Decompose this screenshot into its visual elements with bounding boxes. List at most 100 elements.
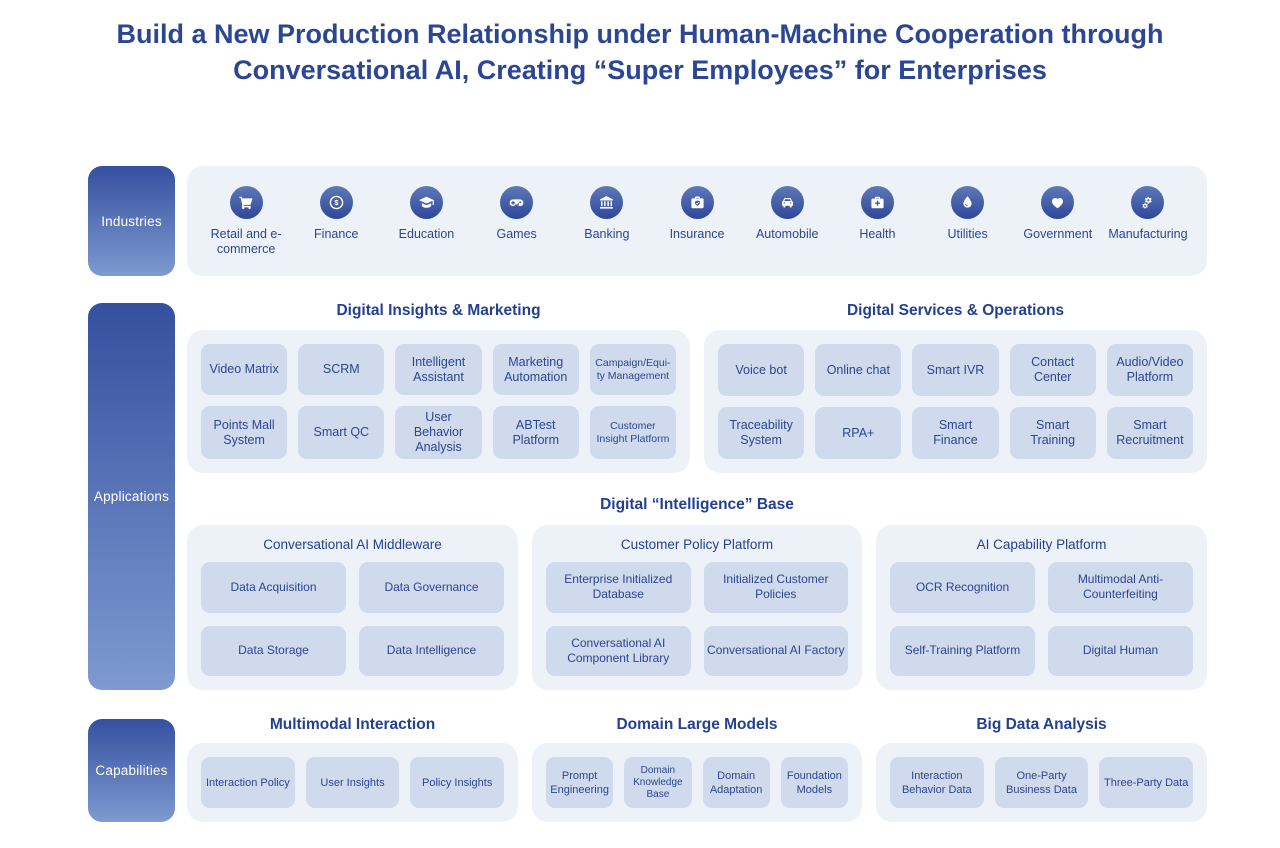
conversational-ai-middleware-panel: Conversational AI Middleware Data Acquis… xyxy=(187,525,518,690)
chip: Data Governance xyxy=(359,562,504,613)
rail-label-capabilities: Capabilities xyxy=(88,719,175,822)
chip-row: Self-Training Platform Digital Human xyxy=(890,625,1193,676)
section-title-multimodal-interaction: Multimodal Interaction xyxy=(269,716,436,733)
chip: RPA+ xyxy=(815,407,902,459)
chip: Domain Knowledge Base xyxy=(624,757,692,808)
industry-item: Utilities xyxy=(923,186,1013,242)
industry-item: Health xyxy=(832,186,922,242)
industry-item: Banking xyxy=(562,186,652,242)
chip: User Insights xyxy=(305,757,400,808)
section-title-digital-services-operations: Digital Services & Operations xyxy=(846,302,1065,319)
ai-capability-platform-panel: AI Capability Platform OCR Recognition Mu… xyxy=(876,525,1207,690)
chip: Foundation Models xyxy=(780,757,848,808)
chip: Enterprise Initialized Database xyxy=(546,562,691,613)
insurance-kit-icon xyxy=(680,186,714,219)
industry-label: Manufacturing xyxy=(1108,227,1188,241)
water-drop-icon xyxy=(951,186,985,219)
chip: Online chat xyxy=(815,344,902,396)
industry-label: Health xyxy=(859,227,896,241)
chip: Self-Training Platform xyxy=(890,625,1035,676)
industry-label: Retail and e-commerce xyxy=(210,227,282,256)
chip: Smart QC xyxy=(298,406,385,459)
bank-icon xyxy=(590,186,624,219)
industry-label: Government xyxy=(1023,227,1093,241)
chip: Smart Training xyxy=(1009,407,1096,459)
rail-label-industries: Industries xyxy=(88,166,175,276)
chip: Domain Adaptation xyxy=(702,757,770,808)
chip: One-Party Business Data xyxy=(994,757,1089,808)
section-title-digital-insights-marketing: Digital Insights & Marketing xyxy=(336,302,541,319)
chip: User Behavior Analysis xyxy=(395,406,482,459)
chip: Customer Insight Platform xyxy=(589,406,677,459)
page-title: Build a New Production Relationship unde… xyxy=(116,19,1164,85)
chip: Traceability System xyxy=(718,407,805,459)
chip: SCRM xyxy=(298,344,385,395)
cart-icon xyxy=(229,186,263,219)
industry-item: Manufacturing xyxy=(1103,186,1193,242)
customer-policy-platform-panel: Customer Policy Platform Enterprise Init… xyxy=(532,525,862,690)
chip: Data Intelligence xyxy=(359,625,504,676)
panel-title: AI Capability Platform xyxy=(976,537,1107,552)
chip: OCR Recognition xyxy=(890,562,1035,613)
chip-row: OCR Recognition Multimodal Anti-Counterfe… xyxy=(890,562,1193,613)
chip: Smart IVR xyxy=(912,344,999,396)
chip: Voice bot xyxy=(718,344,805,396)
chip: Campaign/Equi-ty Management xyxy=(589,344,677,395)
section-title-domain-large-models: Domain Large Models xyxy=(616,716,778,733)
chip: Initialized Customer Policies xyxy=(703,562,848,613)
industry-label: Games xyxy=(496,227,537,241)
panel-title: Conversational AI Middleware xyxy=(263,537,442,552)
rail-label-text: Industries xyxy=(101,213,162,229)
section-title-digital-intelligence-base: Digital “Intelligence” Base xyxy=(600,496,794,513)
chip: Multimodal Anti-Counterfeiting xyxy=(1048,562,1193,613)
industry-label: Banking xyxy=(584,227,630,241)
chip: Marketing Automation xyxy=(492,344,579,395)
industry-item: $ Finance xyxy=(291,186,381,242)
chip: Audio/Video Platform xyxy=(1106,344,1194,396)
chip: Interaction Policy xyxy=(201,757,295,808)
rail-label-text: Applications xyxy=(93,489,170,504)
chip: Contact Center xyxy=(1009,344,1096,396)
chip: Conversational AI Component Library xyxy=(546,625,691,676)
chip: Video Matrix xyxy=(201,344,288,395)
industry-label: Finance xyxy=(314,227,359,241)
chip: Three-Party Data xyxy=(1099,757,1194,808)
industry-item: Games xyxy=(472,186,562,242)
section-title-big-data-analysis: Big Data Analysis xyxy=(976,716,1107,733)
industry-item: Insurance xyxy=(652,186,742,242)
industry-item: Automobile xyxy=(742,186,832,242)
chip: Policy Insights xyxy=(410,757,505,808)
chip: Intelligent Assistant xyxy=(395,344,482,395)
industry-label: Automobile xyxy=(755,227,819,241)
rail-label-applications: Applications xyxy=(88,303,175,690)
car-icon xyxy=(770,186,804,219)
chip: Smart Finance xyxy=(912,407,999,459)
heart-icon xyxy=(1041,186,1075,219)
svg-text:$: $ xyxy=(334,198,339,207)
medkit-icon xyxy=(860,186,894,219)
chip: Smart Recruitment xyxy=(1106,407,1194,459)
chip: Conversational AI Factory xyxy=(703,625,848,676)
chip: Interaction Behavior Data xyxy=(890,757,984,808)
gamepad-icon xyxy=(500,186,534,219)
chip: Digital Human xyxy=(1048,625,1193,676)
industry-label: Utilities xyxy=(947,227,988,241)
chip: Data Storage xyxy=(201,625,346,676)
industry-label: Insurance xyxy=(669,227,725,241)
chip-row: Data Storage Data Intelligence xyxy=(201,625,504,676)
graduation-cap-icon xyxy=(409,186,443,219)
